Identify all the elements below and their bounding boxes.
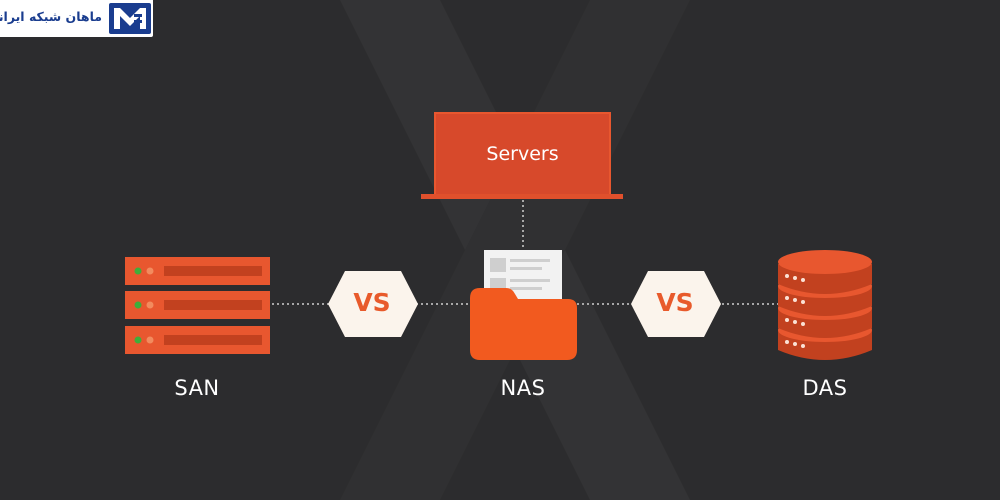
right-vs-text: VS [656,288,694,317]
servers-base [421,194,623,199]
das-database-icon [778,250,872,360]
right-vs-hexagon [631,271,721,337]
nas-folder-icon [470,250,577,360]
left-vs-hexagon [328,271,418,337]
brand-logo[interactable]: ماهان شبکه ایرانیان [0,0,153,37]
nas-label: NAS [500,376,546,400]
left-vs-text: VS [353,288,391,317]
san-label: SAN [174,376,220,400]
servers-box [434,112,611,196]
san-rack-icon [125,257,270,354]
das-label: DAS [802,376,848,400]
brand-logo-mark-icon [109,3,151,34]
brand-logo-text: ماهان شبکه ایرانیان [0,9,102,24]
servers-label: Servers [486,143,559,165]
